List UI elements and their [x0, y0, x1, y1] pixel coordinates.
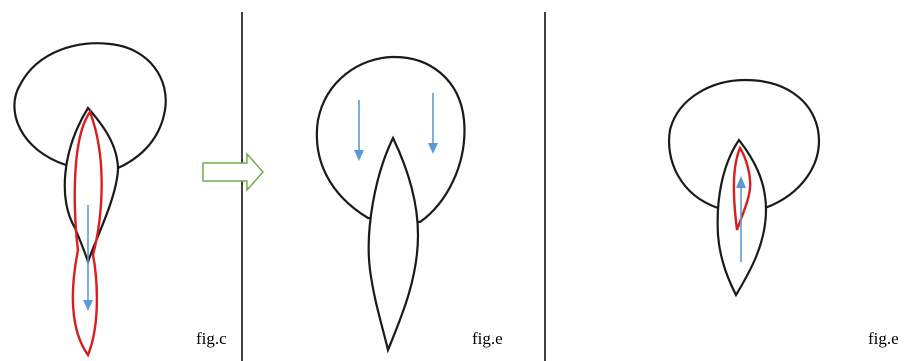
panel-fig-c: fig.c — [14, 43, 227, 355]
panel-label: fig.e — [472, 329, 503, 348]
panel-fig-e-1: fig.e — [317, 57, 503, 350]
panel-fig-e-2: fig.e — [669, 80, 899, 348]
arrow-down-icon — [83, 300, 93, 311]
hollow-right-arrow-icon — [203, 154, 263, 190]
panel-label: fig.e — [868, 329, 899, 348]
panel-label: fig.c — [196, 329, 227, 348]
